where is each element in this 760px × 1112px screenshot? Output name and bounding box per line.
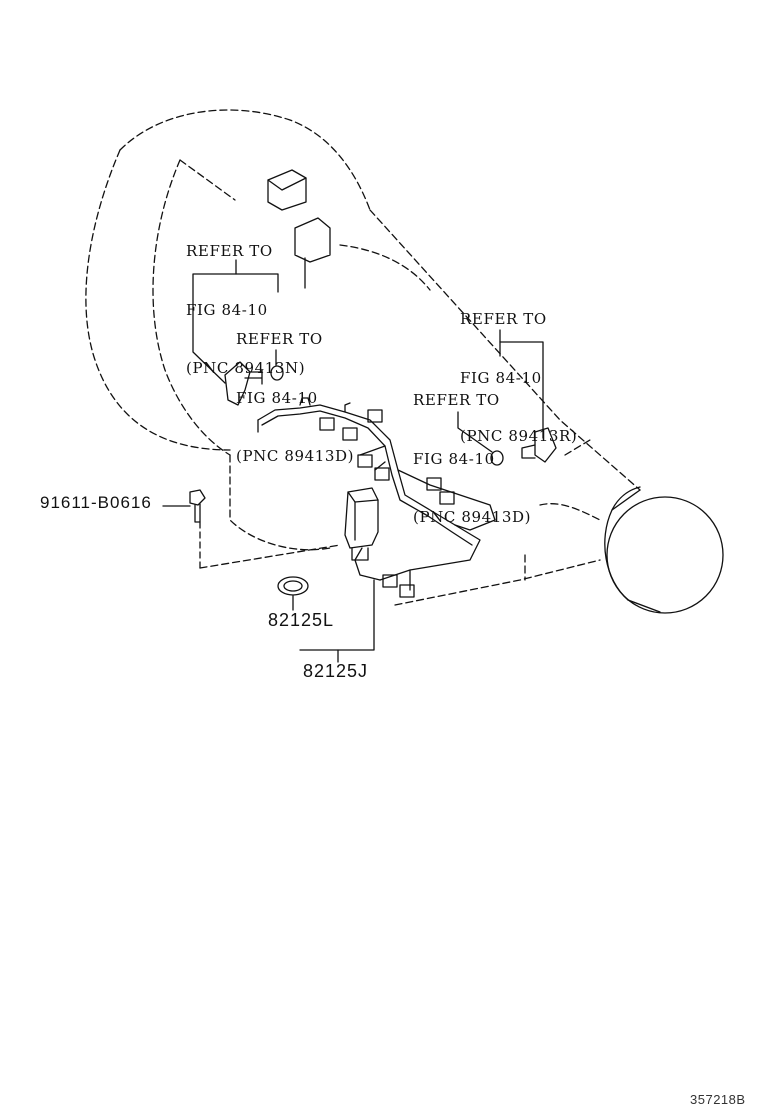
- callout-line: FIG 84-10: [186, 300, 268, 319]
- callout-line: REFER TO: [186, 242, 273, 260]
- callout-line: REFER TO: [460, 310, 547, 328]
- callout-line: REFER TO: [236, 330, 323, 348]
- transmission-housing: [85, 109, 641, 606]
- part-number-gasket: 82125L: [268, 610, 335, 630]
- callout-line: REFER TO: [413, 391, 500, 409]
- leader-lines: [162, 257, 544, 663]
- part-number-harness: 82125J: [303, 661, 369, 681]
- output-flange: [604, 486, 724, 614]
- callout-line: (PNC 89413N): [186, 359, 306, 377]
- figure-id: 357218B: [690, 1092, 746, 1107]
- harness-connectors: [319, 409, 455, 598]
- callout-line: (PNC 89413D): [413, 508, 532, 526]
- callout-refer-89413N: REFER TO FIG 84-10 (PNC 89413N): [186, 203, 305, 398]
- top-sensor-block-2: [294, 217, 331, 263]
- callout-refer-89413D-right: REFER TO FIG 84-10 (PNC 89413D): [413, 352, 531, 547]
- speed-sensor-right: [490, 427, 557, 466]
- callout-line: FIG 84-10: [460, 368, 542, 387]
- flange-bolt: [189, 489, 206, 523]
- top-sensor-block-1: [267, 169, 307, 211]
- callout-refer-89413R: REFER TO FIG 84-10 (PNC 89413R): [460, 271, 577, 466]
- callout-line: FIG 84-10: [413, 449, 495, 468]
- callout-line: (PNC 89413D): [236, 447, 355, 465]
- harness-sensor-body: [344, 487, 379, 561]
- callout-line: FIG 84-10: [236, 388, 318, 407]
- gasket-ring: [277, 576, 309, 596]
- callout-line: (PNC 89413R): [460, 427, 578, 445]
- part-number-bolt: 91611-B0616: [40, 493, 152, 512]
- callout-refer-89413D-left: REFER TO FIG 84-10 (PNC 89413D): [236, 291, 354, 486]
- speed-sensor-left: [224, 361, 284, 406]
- wiring-harness: [257, 397, 496, 591]
